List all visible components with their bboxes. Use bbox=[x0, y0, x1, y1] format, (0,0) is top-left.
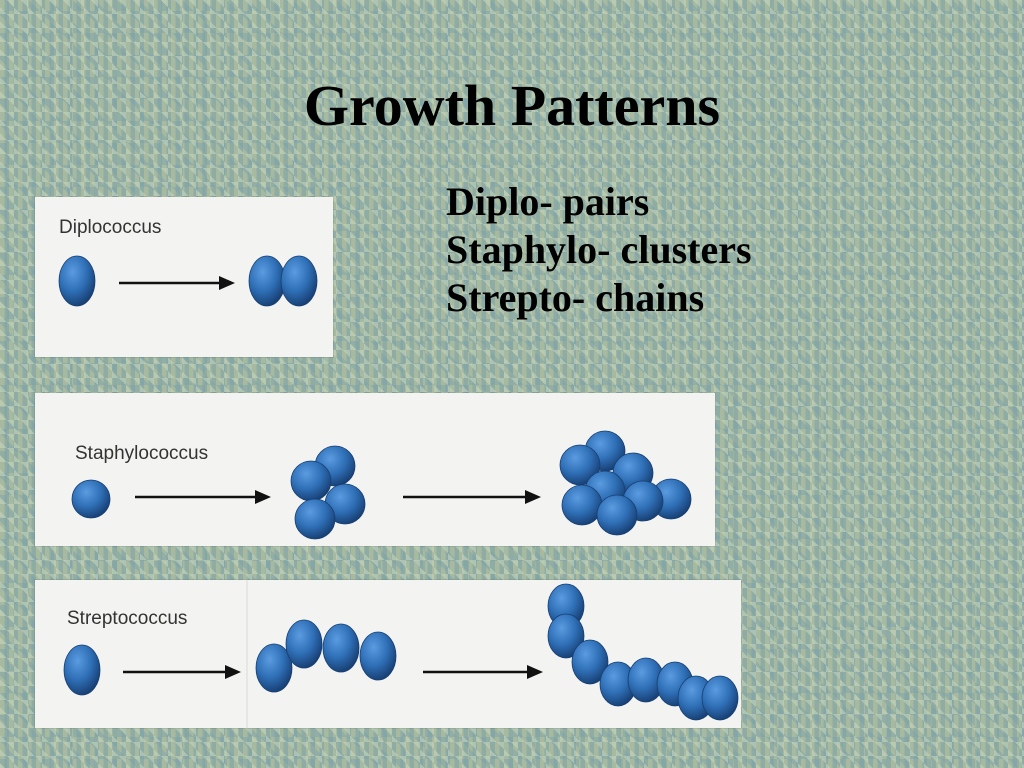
coccus-cell bbox=[63, 644, 101, 696]
coccus-cell bbox=[571, 639, 609, 685]
staphylococcus-panel: Staphylococcus bbox=[35, 393, 715, 546]
arrow-head bbox=[219, 276, 235, 290]
slide-title: Growth Patterns bbox=[303, 73, 721, 138]
arrow-head bbox=[525, 490, 541, 504]
diplococcus-label: Diplococcus bbox=[59, 217, 162, 238]
arrow-head bbox=[255, 490, 271, 504]
coccus-cell bbox=[290, 460, 332, 502]
arrow-head bbox=[225, 665, 241, 679]
staphylococcus-diagram bbox=[71, 430, 692, 540]
bullet-list: Diplo- pairs Staphylo- clusters Strepto-… bbox=[446, 178, 752, 322]
streptococcus-label: Streptococcus bbox=[67, 608, 188, 629]
bullet-staphylo: Staphylo- clusters bbox=[446, 227, 752, 272]
coccus-cell bbox=[359, 631, 397, 681]
coccus-cell bbox=[71, 479, 111, 519]
coccus-cell bbox=[280, 255, 318, 307]
coccus-cell bbox=[547, 613, 585, 659]
coccus-cell bbox=[255, 643, 293, 693]
bullet-strepto: Strepto- chains bbox=[446, 275, 705, 320]
staphylococcus-label: Staphylococcus bbox=[75, 443, 209, 464]
bullet-diplo: Diplo- pairs bbox=[446, 179, 650, 224]
streptococcus-panel: Streptococcus bbox=[35, 580, 741, 728]
coccus-cell bbox=[285, 619, 323, 669]
diplococcus-diagram bbox=[58, 255, 318, 307]
streptococcus-diagram bbox=[63, 580, 739, 728]
coccus-cell bbox=[701, 675, 739, 721]
coccus-cell bbox=[248, 255, 286, 307]
diplococcus-panel: Diplococcus bbox=[35, 197, 333, 357]
coccus-cell bbox=[294, 498, 336, 540]
coccus-cell bbox=[561, 484, 603, 526]
arrow-head bbox=[527, 665, 543, 679]
coccus-cell bbox=[596, 494, 638, 536]
coccus-cell bbox=[322, 623, 360, 673]
coccus-cell bbox=[58, 255, 96, 307]
